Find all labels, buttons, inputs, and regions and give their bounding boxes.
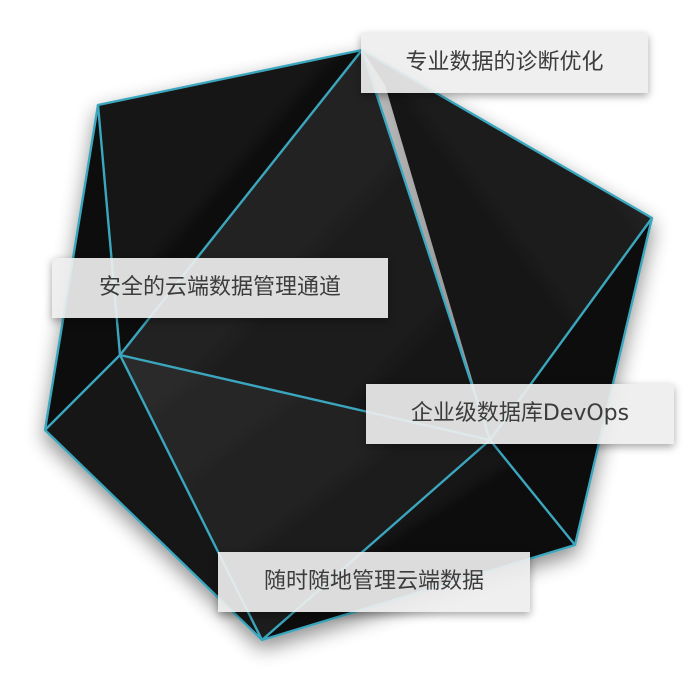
face-upper-center xyxy=(120,50,490,440)
label-diagnosis-optimization: 专业数据的诊断优化 xyxy=(361,33,648,93)
edge xyxy=(360,49,492,441)
label-anytime-anywhere: 随时随地管理云端数据 xyxy=(218,552,530,612)
face-top-right xyxy=(362,50,652,440)
label-enterprise-devops: 企业级数据库DevOps xyxy=(366,384,674,444)
label-secure-cloud-channel: 安全的云端数据管理通道 xyxy=(52,258,388,318)
edge xyxy=(489,439,576,546)
edge xyxy=(44,354,121,431)
face-lower-left xyxy=(45,355,262,640)
face-right xyxy=(490,218,652,545)
